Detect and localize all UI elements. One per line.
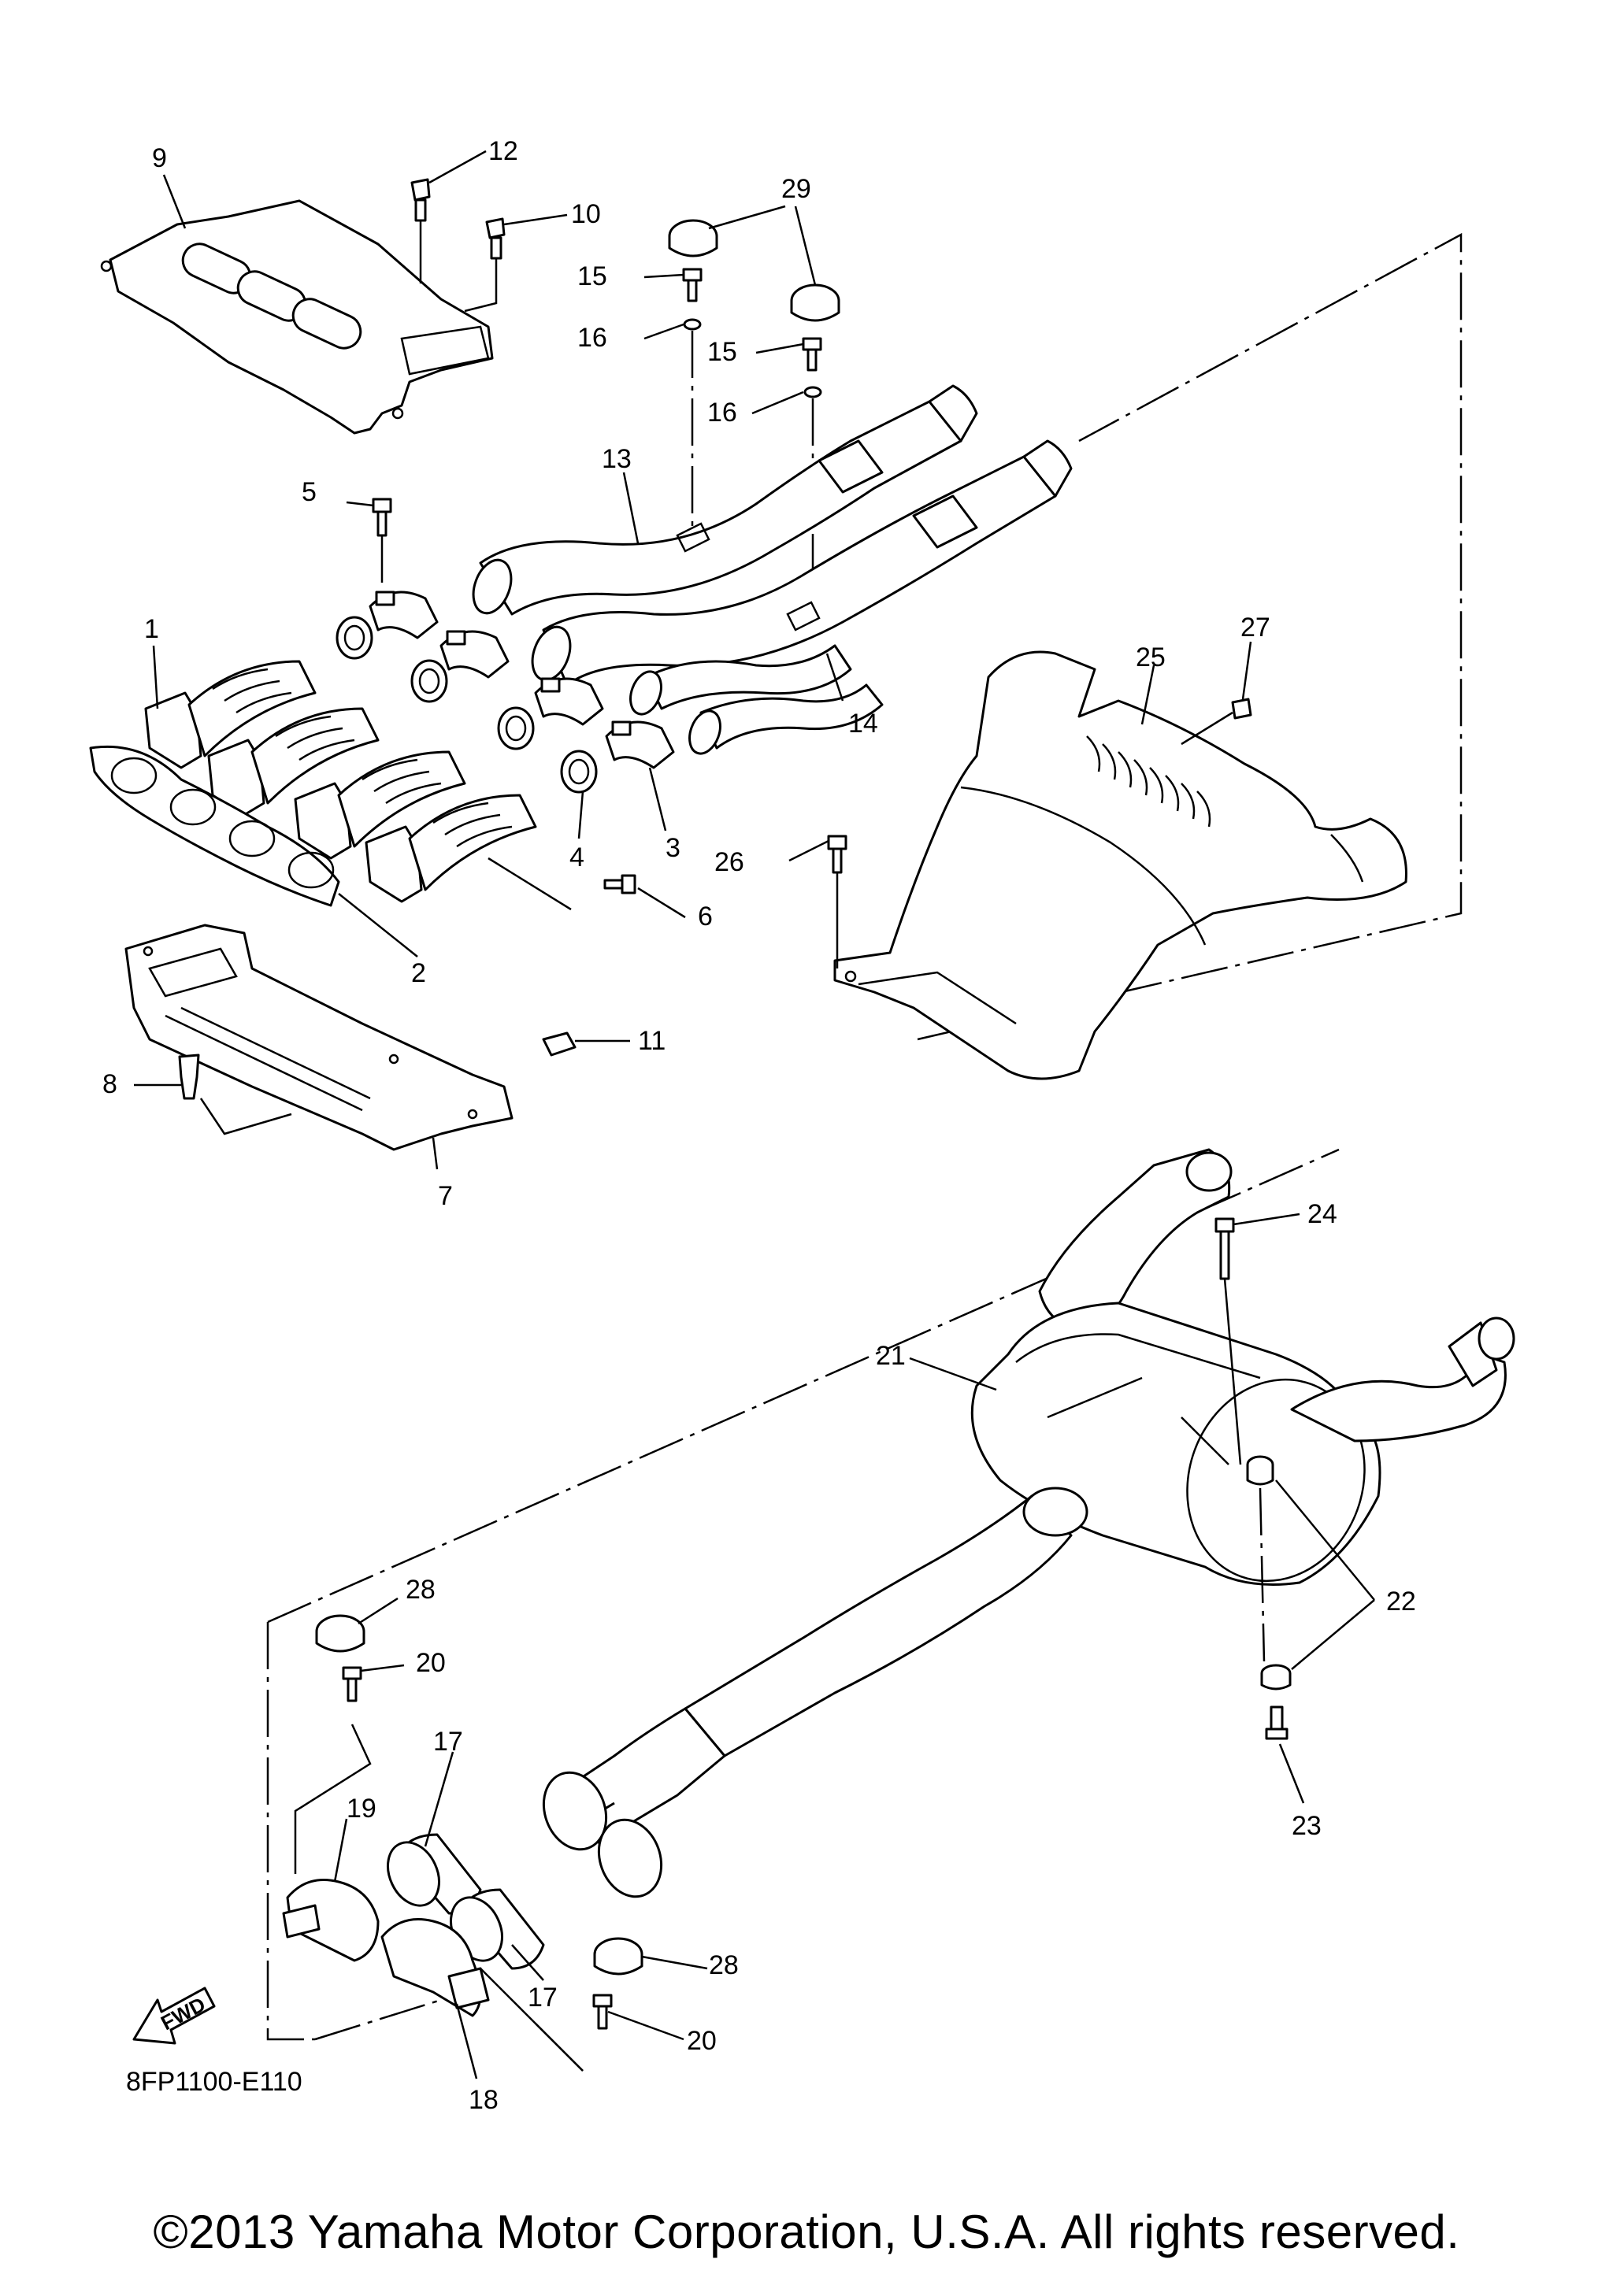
gaskets-4 xyxy=(336,616,598,794)
callout-6: 6 xyxy=(698,902,713,931)
clamp-3-a xyxy=(369,591,439,639)
copyright-notice: ©2013 Yamaha Motor Corporation, U.S.A. A… xyxy=(153,2205,1460,2258)
diagram-reference-code: 8FP1100-E110 xyxy=(126,2067,302,2097)
bolt-20-upper xyxy=(294,1666,372,1874)
callout-13: 13 xyxy=(602,444,632,474)
callout-20-upper: 20 xyxy=(416,1648,446,1678)
callout-22: 22 xyxy=(1386,1587,1416,1616)
bolt-12 xyxy=(410,178,431,283)
callout-26: 26 xyxy=(714,847,744,877)
exhaust-pipe-branches xyxy=(629,644,884,755)
callout-4: 4 xyxy=(569,842,584,872)
cap-29-upper xyxy=(668,219,718,257)
callout-25: 25 xyxy=(1136,643,1166,672)
callout-leaders xyxy=(134,150,1375,2079)
callout-17-upper: 17 xyxy=(433,1727,463,1757)
callout-8: 8 xyxy=(102,1069,117,1099)
callout-14: 14 xyxy=(848,709,878,739)
screw-8 xyxy=(178,1054,292,1135)
callout-1: 1 xyxy=(144,614,159,644)
callout-3: 3 xyxy=(666,833,680,863)
exhaust-manifold-1 xyxy=(144,660,537,903)
callout-11: 11 xyxy=(638,1026,666,1056)
cap-29-lower xyxy=(790,283,840,322)
bracket-18 xyxy=(380,1918,490,2017)
callout-15-right: 15 xyxy=(707,337,737,367)
bracket-19 xyxy=(282,1879,380,1962)
callout-20-lower: 20 xyxy=(687,2026,717,2056)
bolt-10 xyxy=(464,217,506,313)
sleeve-17-lower xyxy=(450,1888,545,1970)
muffler-tailpipe xyxy=(542,1487,1088,1898)
bolt-23 xyxy=(1265,1705,1289,1740)
sleeve-17-upper xyxy=(387,1833,482,1915)
clamp-3-d xyxy=(605,720,675,769)
callout-19: 19 xyxy=(347,1794,376,1824)
bolt-26 xyxy=(827,835,847,968)
cap-28-lower xyxy=(593,1937,643,1976)
callout-21: 21 xyxy=(876,1341,906,1371)
clip-nut-11 xyxy=(542,1031,577,1057)
callout-24: 24 xyxy=(1307,1199,1337,1229)
callout-9: 9 xyxy=(152,143,167,173)
callout-7: 7 xyxy=(438,1181,453,1211)
cap-28-upper xyxy=(315,1614,365,1653)
callout-28-lower: 28 xyxy=(709,1950,739,1980)
bolt-6 xyxy=(488,857,636,911)
callout-numbers: 9 12 10 29 15 16 15 16 13 14 5 1 2 3 4 6… xyxy=(102,136,1416,2115)
callout-17-lower: 17 xyxy=(528,1983,558,2013)
exhaust-pipe-13 xyxy=(472,384,978,616)
callout-16-left: 16 xyxy=(577,323,607,353)
clamp-3-c xyxy=(534,677,604,726)
bolt-24 xyxy=(1214,1217,1242,1465)
lower-heat-shield xyxy=(124,924,514,1151)
bolt-27 xyxy=(1181,698,1252,746)
fwd-label: FWD xyxy=(157,1992,209,2035)
callout-2: 2 xyxy=(411,958,426,988)
callout-16-right: 16 xyxy=(707,398,737,428)
forward-arrow-icon: FWD xyxy=(132,1987,216,2045)
callout-12: 12 xyxy=(488,136,518,166)
callout-10: 10 xyxy=(571,199,601,229)
upper-heat-shield xyxy=(100,199,494,435)
assembly-boundary xyxy=(266,232,1463,2041)
callout-27: 27 xyxy=(1240,613,1270,643)
bolt-5 xyxy=(372,498,392,583)
gasket-2 xyxy=(89,745,340,907)
mount-rubber-22 xyxy=(1246,1455,1292,1691)
callout-29: 29 xyxy=(781,174,811,204)
callout-28-upper: 28 xyxy=(406,1575,436,1605)
bolt-15-left xyxy=(682,268,703,535)
callout-5: 5 xyxy=(302,477,317,507)
muffler-cover-25 xyxy=(833,650,1407,1080)
exhaust-pipe-14 xyxy=(531,439,1073,687)
callout-15-left: 15 xyxy=(577,261,607,291)
callout-23: 23 xyxy=(1292,1811,1322,1841)
callout-18: 18 xyxy=(469,2085,499,2115)
clamp-3-b xyxy=(439,630,510,679)
